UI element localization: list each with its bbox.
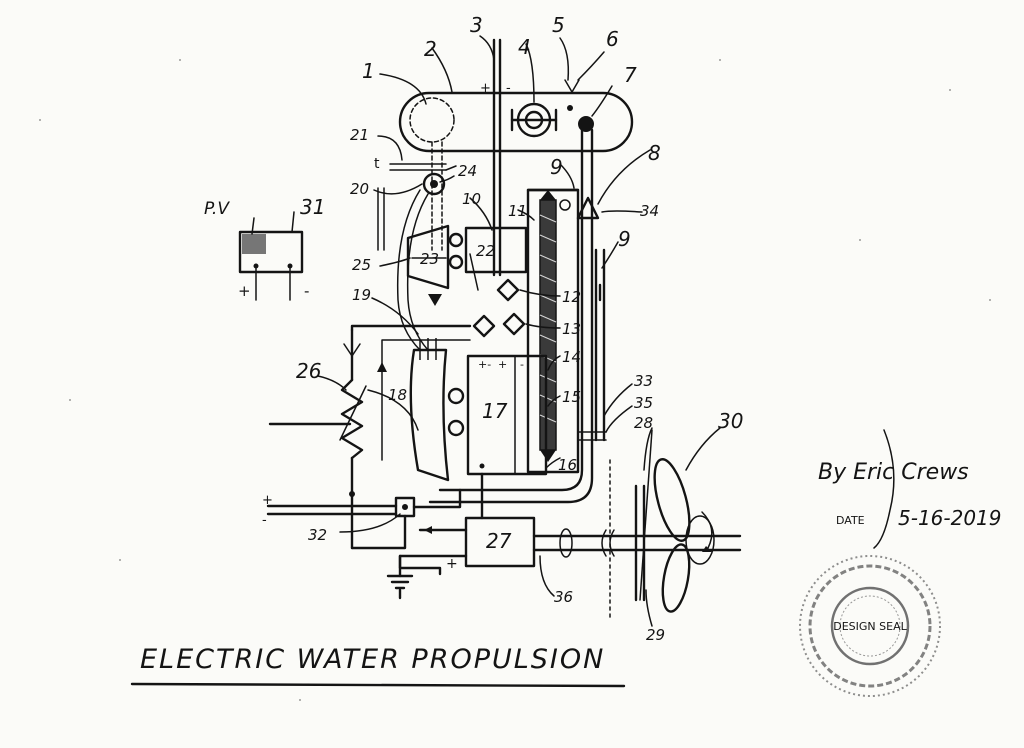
junction-32 — [350, 488, 462, 550]
battery-17: +- + - — [447, 354, 548, 476]
bottom-pipes — [428, 431, 607, 504]
callout-29: 29 — [646, 626, 665, 644]
callout-20: 20 — [350, 180, 369, 198]
callout-35: 35 — [634, 394, 653, 412]
outlet-7 — [578, 116, 594, 442]
callout-numbers: 1 2 3 4 5 6 7 8 9 9 10 11 12 13 14 15 16… — [296, 13, 743, 644]
callout-26: 26 — [296, 359, 321, 383]
pv-label: P.V — [204, 199, 230, 219]
electrode-stack — [539, 190, 571, 462]
callout-14: 14 — [562, 348, 581, 366]
terminal-t: t — [374, 156, 380, 172]
rod-3: + - — [480, 38, 511, 277]
top-tank — [398, 91, 634, 251]
callout-17: 17 — [482, 399, 508, 423]
signature-flourish — [873, 429, 895, 549]
column-housing — [526, 188, 580, 474]
callout-8: 8 — [648, 141, 661, 165]
leader-lines — [317, 35, 721, 627]
callout-33: 33 — [634, 372, 653, 390]
date-value: 5-16-2019 — [898, 506, 1002, 530]
callout-24: 24 — [458, 162, 477, 180]
input-wires: + - — [262, 493, 398, 528]
document-title: ELECTRIC WATER PROPULSION — [140, 644, 606, 675]
callout-5: 5 — [552, 13, 565, 37]
callout-6: 6 — [606, 27, 619, 51]
callout-36: 36 — [554, 588, 573, 606]
ground-symbol — [386, 554, 414, 600]
callout-15: 15 — [562, 388, 581, 406]
callout-7: 7 — [624, 63, 637, 87]
notary-seal — [799, 555, 941, 697]
svg-text:-: - — [520, 358, 524, 371]
paper-specks — [39, 59, 991, 701]
callout-9a: 9 — [550, 155, 563, 179]
callout-13: 13 — [562, 320, 581, 338]
callout-9b: 9 — [618, 227, 631, 251]
valve-6 — [564, 79, 580, 111]
resistor-26 — [268, 328, 367, 550]
callout-34: 34 — [640, 202, 659, 220]
pv-plus: + — [238, 282, 251, 300]
callout-19: 19 — [352, 286, 371, 304]
pv-minus: - — [304, 282, 309, 300]
callout-10: 10 — [462, 190, 481, 208]
flow-lines — [377, 187, 442, 351]
callout-25: 25 — [352, 256, 371, 274]
pv-panel-31 — [238, 211, 304, 301]
svg-text:-: - — [262, 513, 267, 528]
check-valve-8 — [576, 196, 600, 220]
signature: By Eric Crews — [818, 460, 969, 485]
svg-text:-: - — [446, 522, 451, 538]
callout-21: 21 — [350, 126, 369, 144]
svg-text:+: + — [480, 81, 491, 96]
svg-text:+-: +- — [478, 358, 491, 371]
svg-text:+: + — [446, 556, 458, 572]
date-label: DATE — [836, 514, 865, 527]
title-underline — [130, 682, 626, 688]
return-pipe-9 — [594, 248, 606, 442]
heat-exchanger-18 — [409, 338, 450, 482]
callout-12: 12 — [562, 288, 581, 306]
seal-text: DESIGN SEAL — [833, 620, 907, 633]
callout-3: 3 — [470, 13, 483, 37]
hull-28-29 — [609, 429, 653, 621]
callout-31: 31 — [300, 195, 325, 219]
callout-30: 30 — [718, 409, 743, 433]
propeller-30 — [653, 458, 715, 613]
callout-22: 22 — [476, 242, 495, 260]
controller-22 — [448, 226, 528, 274]
callout-16: 16 — [558, 456, 577, 474]
pump-4 — [510, 102, 558, 138]
svg-text:+: + — [498, 358, 507, 371]
sensors-12-13 — [472, 278, 526, 338]
callout-18: 18 — [388, 386, 407, 404]
callout-2: 2 — [424, 37, 437, 61]
callout-27: 27 — [486, 529, 512, 553]
callout-11: 11 — [508, 202, 527, 220]
svg-text:-: - — [506, 81, 511, 96]
valve-20 — [389, 163, 457, 196]
callout-4: 4 — [518, 35, 531, 59]
callout-23: 23 — [420, 250, 439, 268]
callout-32: 32 — [308, 526, 327, 544]
callout-28: 28 — [634, 414, 653, 432]
wiring-loop — [350, 324, 472, 461]
svg-text:+: + — [262, 493, 273, 508]
callout-1: 1 — [362, 59, 375, 83]
